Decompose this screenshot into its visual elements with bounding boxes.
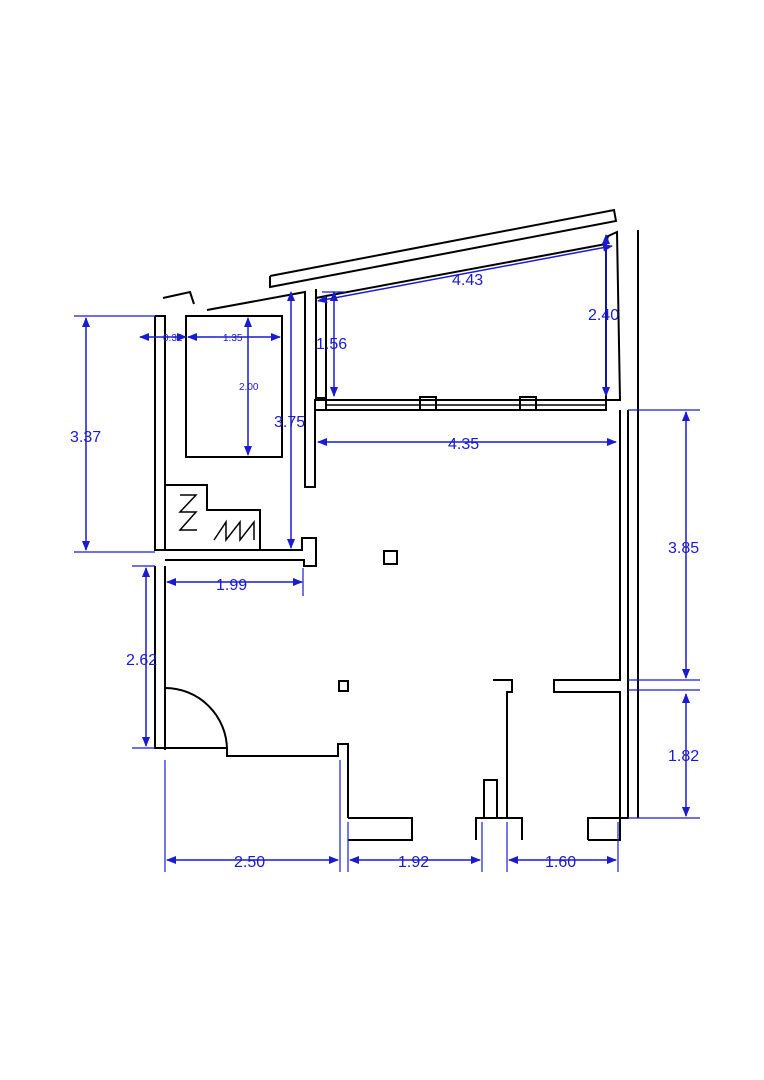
- dim-bottom-left: 2.50: [234, 854, 265, 871]
- post-2: [338, 680, 349, 692]
- bottom-wall-3: [587, 817, 621, 841]
- closet-bottom-wall: [165, 537, 317, 567]
- post-1: [383, 550, 398, 565]
- walls: [154, 208, 639, 841]
- entry-door-swing: [164, 687, 228, 751]
- dim-lower-right-depth: 1.82: [668, 748, 699, 765]
- dim-balcony-depth: 1.56: [316, 336, 347, 353]
- left-outer-wall: [154, 315, 166, 551]
- wardrobe-block: [165, 484, 261, 550]
- internal-partition: [483, 679, 513, 819]
- bottom-wall-1: [348, 817, 413, 841]
- bottom-wall-2: [475, 817, 523, 840]
- dim-entry-depth: 2.62: [126, 652, 157, 669]
- dim-left-depth: 3.37: [70, 429, 101, 446]
- bed: [185, 315, 283, 458]
- dim-main-width: 4.35: [448, 436, 479, 453]
- wardrobe-zigzag-2: [213, 519, 255, 543]
- wardrobe-zigzag-1: [178, 494, 198, 531]
- right-main-wall: [553, 410, 629, 819]
- left-room-top-wall: [206, 290, 327, 488]
- top-left-fragment: [162, 290, 195, 305]
- dim-room-right-depth: 3.85: [668, 540, 699, 557]
- left-outer-wall-lower: [154, 566, 166, 749]
- dim-bed-length: 2.00: [239, 382, 259, 393]
- dim-wall-offset: 0.32: [163, 333, 183, 344]
- dim-bottom-right: 1.60: [545, 854, 576, 871]
- dim-corridor-length: 3.75: [274, 414, 305, 431]
- column-b: [519, 396, 537, 411]
- dim-line-top-width: [317, 243, 613, 304]
- bottom-left-wall: [165, 743, 349, 818]
- dim-top-width: 4.43: [452, 272, 483, 289]
- dim-top-right-depth: 2.40: [588, 307, 619, 324]
- dim-bed-width: 1.35: [223, 333, 243, 344]
- column-a: [419, 396, 437, 411]
- dim-closet-width: 1.99: [216, 577, 247, 594]
- dim-bottom-mid: 1.92: [398, 854, 429, 871]
- top-sloped-wall-outer: [269, 208, 618, 289]
- dimensions: 4.43 2.40 1.56 4.35 3.37 0.32 1.35 2.00 …: [70, 234, 700, 872]
